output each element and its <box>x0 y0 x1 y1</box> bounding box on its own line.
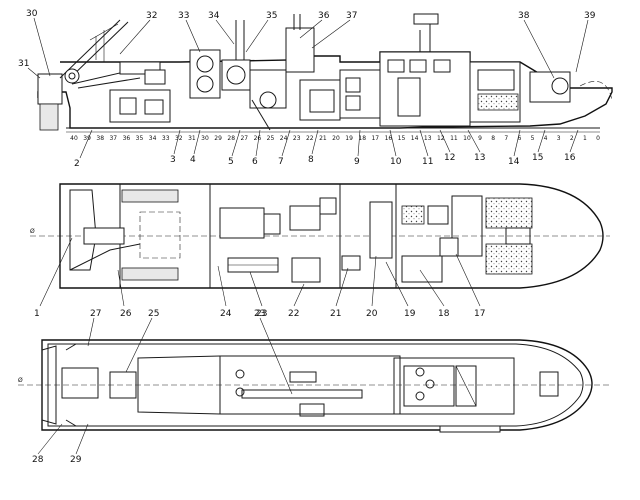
svg-text:Ø: Ø <box>30 228 35 235</box>
frame-number: 39 <box>83 135 91 142</box>
frame-number: 32 <box>175 135 183 142</box>
frame-number: 0 <box>596 135 600 142</box>
frame-number: 28 <box>227 135 235 142</box>
callout-6: 6 <box>252 157 258 167</box>
callout-deck-23: 23 <box>254 309 265 319</box>
frame-number: 17 <box>371 135 379 142</box>
callout-deck-28: 28 <box>32 455 44 465</box>
callout-7: 7 <box>278 157 284 167</box>
callout-4: 4 <box>190 155 196 165</box>
frame-number: 1 <box>583 135 587 142</box>
frame-number: 19 <box>345 135 353 142</box>
callout-hold-23: 23 <box>256 309 267 319</box>
callout-15: 15 <box>532 153 543 163</box>
side-profile-view: 30 31 32 33 34 35 36 37 38 39 2 3 4 <box>18 9 613 169</box>
deck-plan-view: Ø 27 25 23 28 29 <box>18 309 610 465</box>
callout-37: 37 <box>346 11 357 21</box>
deck-plan-callouts: 27 25 23 28 29 <box>32 309 293 465</box>
frame-number: 38 <box>96 135 104 142</box>
frame-number: 24 <box>280 135 288 142</box>
frame-number: 29 <box>214 135 222 142</box>
callout-deck-25: 25 <box>148 309 159 319</box>
callout-2: 2 <box>74 159 80 169</box>
callout-13: 13 <box>474 153 485 163</box>
callout-3: 3 <box>170 155 176 165</box>
callout-31: 31 <box>18 59 29 69</box>
callout-32: 32 <box>146 11 157 21</box>
frame-number: 37 <box>109 135 117 142</box>
callout-hold-18: 18 <box>438 309 450 319</box>
frame-number: 20 <box>332 135 340 142</box>
frame-number: 4 <box>544 135 548 142</box>
frame-number: 6 <box>517 135 521 142</box>
profile-callouts: 30 31 32 33 34 35 36 37 38 39 2 3 4 <box>18 9 596 169</box>
frame-number: 35 <box>136 135 144 142</box>
svg-text:Ø: Ø <box>18 377 23 384</box>
frame-number: 18 <box>358 135 366 142</box>
callout-5: 5 <box>228 157 234 167</box>
frame-number: 11 <box>450 135 458 142</box>
callout-deck-29: 29 <box>70 455 82 465</box>
callout-9: 9 <box>354 157 360 167</box>
frame-number: 10 <box>463 135 471 142</box>
frame-number: 22 <box>306 135 314 142</box>
frame-number: 5 <box>531 135 535 142</box>
callout-hold-22: 22 <box>288 309 299 319</box>
deck-plan-hull <box>41 339 593 431</box>
profile-machinery <box>109 14 381 131</box>
callout-hold-24: 24 <box>220 309 232 319</box>
hold-plan-callouts: 1 26 24 23 22 21 20 19 18 17 <box>34 237 485 319</box>
frame-number: 12 <box>437 135 445 142</box>
callout-hold-20: 20 <box>366 309 378 319</box>
frame-number: 33 <box>162 135 170 142</box>
callout-33: 33 <box>178 11 189 21</box>
callout-hold-1: 1 <box>34 309 40 319</box>
profile-superstructure <box>379 13 613 127</box>
callout-deck-27: 27 <box>90 309 101 319</box>
frame-number: 21 <box>319 135 327 142</box>
hold-plan-view: Ø 1 26 24 23 <box>30 183 610 319</box>
frame-number: 27 <box>240 135 248 142</box>
frame-number: 15 <box>398 135 406 142</box>
frame-number: 9 <box>478 135 482 142</box>
frame-number: 34 <box>149 135 157 142</box>
callout-10: 10 <box>390 157 402 167</box>
callout-hold-26: 26 <box>120 309 132 319</box>
frame-number: 3 <box>557 135 561 142</box>
callout-16: 16 <box>564 153 576 163</box>
frame-number: 14 <box>411 135 419 142</box>
frame-number: 36 <box>123 135 131 142</box>
callout-8: 8 <box>308 155 314 165</box>
frame-number: 13 <box>424 135 432 142</box>
callout-35: 35 <box>266 11 277 21</box>
stern-crane <box>59 19 166 89</box>
frame-number: 31 <box>188 135 196 142</box>
callout-hold-19: 19 <box>404 309 416 319</box>
frame-number: 8 <box>491 135 495 142</box>
hold-plan-hull <box>59 183 604 289</box>
frame-number: 30 <box>201 135 209 142</box>
stern-roller <box>37 73 63 105</box>
callout-14: 14 <box>508 157 520 167</box>
callout-36: 36 <box>318 11 330 21</box>
callout-hold-17: 17 <box>474 309 485 319</box>
callout-12: 12 <box>444 153 455 163</box>
frame-number: 16 <box>385 135 393 142</box>
frame-number: 25 <box>267 135 275 142</box>
callout-38: 38 <box>518 11 530 21</box>
callout-hold-21: 21 <box>330 309 341 319</box>
callout-30: 30 <box>26 9 38 19</box>
callout-11: 11 <box>422 157 433 167</box>
frame-number: 26 <box>254 135 262 142</box>
frame-number: 23 <box>293 135 301 142</box>
frame-number: 2 <box>570 135 574 142</box>
callout-39: 39 <box>584 11 596 21</box>
callout-34: 34 <box>208 11 220 21</box>
frame-number: 7 <box>504 135 508 142</box>
frame-number: 40 <box>70 135 78 142</box>
